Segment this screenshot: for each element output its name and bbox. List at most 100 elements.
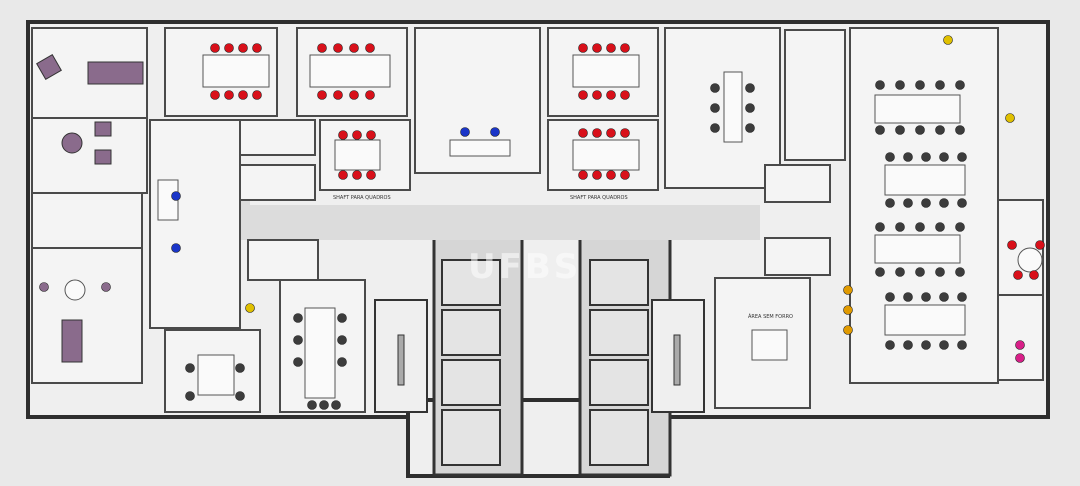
chair-icon (955, 80, 965, 90)
chair-icon (578, 90, 588, 100)
chair-icon (745, 83, 755, 93)
chair-icon (333, 43, 343, 53)
chair-icon (939, 292, 949, 302)
chair-icon (238, 90, 248, 100)
chair-icon (745, 103, 755, 113)
chair-icon (337, 313, 347, 323)
chair-icon (745, 123, 755, 133)
chair-icon (921, 152, 931, 162)
chair-icon (921, 292, 931, 302)
chair-icon (935, 125, 945, 135)
chair-icon (366, 130, 376, 140)
chair-icon (885, 340, 895, 350)
chair-icon (710, 103, 720, 113)
chair-icon (352, 170, 362, 180)
chair-icon (939, 198, 949, 208)
chair-icon (620, 170, 630, 180)
chair-icon (955, 125, 965, 135)
area-forno-label: ÁREA SEM FORRO (748, 313, 793, 320)
shaft-left-label: SHAFT PARA QUADROS (333, 195, 391, 201)
chair-icon (903, 198, 913, 208)
chair-icon (1013, 270, 1023, 280)
chair-icon (606, 170, 616, 180)
chair-icon (710, 123, 720, 133)
chair-icon (331, 400, 341, 410)
chair-icon (171, 243, 181, 253)
chair-icon (843, 325, 853, 335)
chair-icon (915, 267, 925, 277)
chair-icon (895, 267, 905, 277)
chair-icon (245, 303, 255, 313)
chair-icon (895, 80, 905, 90)
chair-icon (915, 125, 925, 135)
chair-icon (592, 90, 602, 100)
chair-icon (338, 130, 348, 140)
chair-icon (349, 43, 359, 53)
chair-icon (592, 128, 602, 138)
chair-icon (903, 152, 913, 162)
chair-icon (293, 313, 303, 323)
chair-icon (224, 90, 234, 100)
chair-icon (895, 125, 905, 135)
chair-icon (210, 90, 220, 100)
chair-icon (1015, 340, 1025, 350)
chair-icon (620, 43, 630, 53)
chair-icon (921, 198, 931, 208)
chair-icon (620, 90, 630, 100)
chair-icon (352, 130, 362, 140)
elevator-icon (441, 259, 649, 466)
chair-icon (592, 43, 602, 53)
chair-icon (935, 267, 945, 277)
chair-icon (1035, 240, 1045, 250)
chair-icon (39, 282, 49, 292)
chair-icon (885, 152, 895, 162)
chair-icon (185, 391, 195, 401)
chairs (39, 35, 1045, 410)
chair-icon (317, 43, 327, 53)
chair-icon (293, 357, 303, 367)
chair-icon (620, 128, 630, 138)
chair-icon (578, 43, 588, 53)
chair-icon (957, 152, 967, 162)
chair-icon (875, 267, 885, 277)
chair-icon (252, 90, 262, 100)
chair-icon (903, 292, 913, 302)
chair-icon (606, 43, 616, 53)
chair-icon (957, 340, 967, 350)
chair-icon (955, 267, 965, 277)
chair-icon (957, 292, 967, 302)
chair-icon (319, 400, 329, 410)
chair-icon (1005, 113, 1015, 123)
chair-icon (1007, 240, 1017, 250)
chair-icon (349, 90, 359, 100)
chair-icon (293, 335, 303, 345)
chair-icon (307, 400, 317, 410)
watermark: UFBS (468, 247, 581, 287)
chair-icon (606, 128, 616, 138)
chair-icon (843, 285, 853, 295)
chair-icon (460, 127, 470, 137)
chair-icon (710, 83, 720, 93)
chair-icon (606, 90, 616, 100)
chair-icon (365, 90, 375, 100)
chair-icon (578, 170, 588, 180)
chair-icon (935, 222, 945, 232)
chair-icon (592, 170, 602, 180)
chair-icon (935, 80, 945, 90)
chair-icon (943, 35, 953, 45)
corridor (150, 200, 760, 240)
chair-icon (875, 80, 885, 90)
chair-icon (366, 170, 376, 180)
chair-icon (185, 363, 195, 373)
chair-icon (1029, 270, 1039, 280)
chair-icon (210, 43, 220, 53)
chair-icon (101, 282, 111, 292)
chair-icon (955, 222, 965, 232)
chair-icon (843, 305, 853, 315)
chair-icon (885, 292, 895, 302)
wet-areas (239, 29, 846, 281)
chair-icon (365, 43, 375, 53)
chair-icon (171, 191, 181, 201)
chair-icon (875, 222, 885, 232)
